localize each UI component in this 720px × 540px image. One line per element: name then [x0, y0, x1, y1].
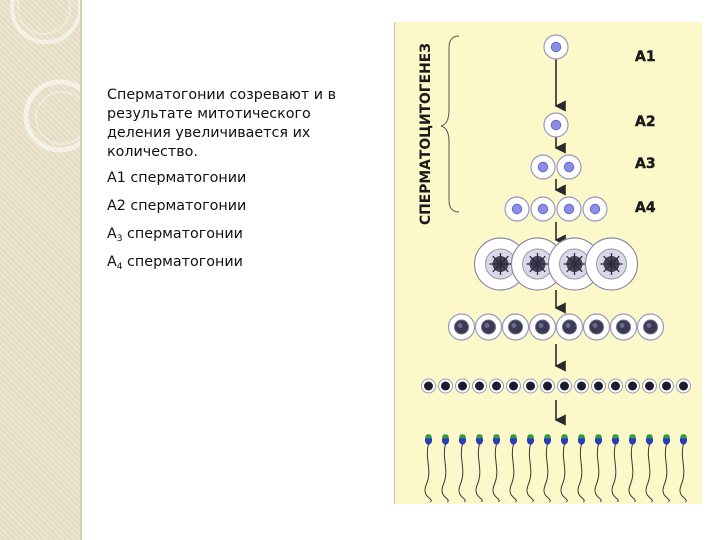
spermatid-cell [659, 378, 674, 394]
spermatid-cell [421, 378, 436, 394]
text-line-a2: А2 сперматогонии [107, 198, 247, 214]
spermatogonium-cell [582, 196, 608, 222]
spermatozoon-cell [645, 434, 654, 503]
spermatid-cell [557, 378, 572, 394]
spermatid-cell [642, 378, 657, 394]
spermatozoon-cell [543, 434, 552, 503]
secondary-spermatocyte-cell [582, 313, 611, 341]
stage-label-a1: А1 [635, 49, 656, 65]
text-line-a3: А3 сперматогонии [107, 226, 243, 244]
spermatid-cell [676, 378, 691, 394]
spermatogenesis-figure: СПЕРМАТОЦИТОГЕНЕЗ А1 А2 А3 А4 [394, 22, 702, 504]
spermatid-cell [489, 378, 504, 394]
decorative-side-strip [0, 0, 80, 540]
spermatozoon-cell [526, 434, 535, 503]
text-block: Сперматогонии созревают и в результате м… [107, 86, 377, 281]
secondary-spermatocyte-cell [609, 313, 638, 341]
primary-spermatocyte-cell [547, 237, 602, 291]
spermatogenesis-diagram: СПЕРМАТОЦИТОГЕНЕЗ А1 А2 А3 А4 [418, 34, 691, 503]
primary-spermatocyte-cell [584, 237, 639, 291]
spermatogonium-cell [504, 196, 530, 222]
spermatid-cell [608, 378, 623, 394]
spermatid-cell [523, 378, 538, 394]
secondary-spermatocyte-cell [528, 313, 557, 341]
spermatozoon-cell [492, 434, 501, 503]
spermatogonium-cell [543, 112, 569, 138]
spermatogonium-cell [530, 196, 556, 222]
stage-label-a4: А4 [635, 200, 656, 216]
text-line-a1: А1 сперматогонии [107, 170, 247, 186]
spermatid-cell [591, 378, 606, 394]
spermatozoon-cell [611, 434, 620, 503]
spermatozoon-cell [458, 434, 467, 503]
stage-label-a2: А2 [635, 114, 656, 130]
spermatogonium-cell [543, 34, 569, 60]
decorative-circles [10, 0, 80, 153]
spermatid-cell [540, 378, 555, 394]
vertical-title: СПЕРМАТОЦИТОГЕНЕЗ [418, 43, 434, 225]
secondary-spermatocyte-cell [447, 313, 476, 341]
strip-edge [80, 0, 82, 540]
spermatid-cell [438, 378, 453, 394]
spermatogonium-cell [556, 196, 582, 222]
spermatogonium-cell [530, 154, 556, 180]
intro-paragraph: Сперматогонии созревают и в результате м… [107, 87, 336, 160]
spermatozoon-cell [662, 434, 671, 503]
spermatogonium-cell [556, 154, 582, 180]
spermatid-cell [506, 378, 521, 394]
spermatid-cell [625, 378, 640, 394]
grouping-brace [440, 35, 460, 213]
spermatozoon-cell [509, 434, 518, 503]
secondary-spermatocyte-cell [474, 313, 503, 341]
spermatozoon-cell [441, 434, 450, 503]
spermatozoon-cell [560, 434, 569, 503]
spermatozoon-cell [424, 434, 433, 503]
secondary-spermatocyte-cell [501, 313, 530, 341]
spermatid-cell [455, 378, 470, 394]
spermatid-cell [472, 378, 487, 394]
spermatozoon-cell [628, 434, 637, 503]
spermatozoon-cell [594, 434, 603, 503]
primary-spermatocyte-cell [473, 237, 528, 291]
secondary-spermatocyte-cell [555, 313, 584, 341]
spermatozoon-cell [679, 434, 688, 503]
secondary-spermatocyte-cell [636, 313, 665, 341]
spermatozoon-cell [475, 434, 484, 503]
text-line-a4: А4 сперматогонии [107, 254, 243, 272]
stage-label-a3: А3 [635, 156, 656, 172]
spermatid-cell [574, 378, 589, 394]
spermatozoon-cell [577, 434, 586, 503]
